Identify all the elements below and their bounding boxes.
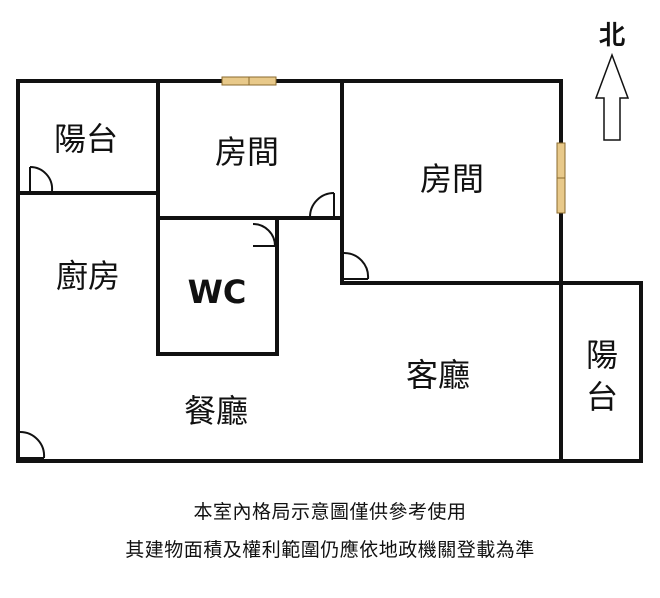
door-wc	[252, 223, 276, 247]
compass: 北	[594, 21, 630, 141]
room-label-bedroom-middle: 房間	[215, 133, 279, 171]
doors	[19, 165, 370, 459]
room-label-wc: WC	[188, 273, 247, 311]
room-labels: 陽台 房間 房間 廚房 WC 客廳 餐廳 陽 台	[54, 120, 618, 430]
window-right	[556, 142, 566, 214]
door-balcony-top	[29, 165, 54, 192]
room-label-dining: 餐廳	[184, 392, 248, 430]
disclaimer-line-2: 其建物面積及權利範圍仍應依地政機關登載為準	[125, 539, 535, 561]
disclaimer-line-1: 本室內格局示意圖僅供參考使用	[193, 501, 467, 523]
compass-label: 北	[599, 21, 625, 51]
north-arrow-icon	[594, 52, 630, 141]
room-label-kitchen: 廚房	[56, 257, 120, 295]
room-label-bedroom-right: 房間	[420, 160, 484, 198]
room-label-living: 客廳	[406, 356, 470, 394]
window-top	[221, 76, 277, 86]
door-entrance	[19, 430, 46, 459]
room-label-balcony-top: 陽台	[54, 120, 118, 158]
room-label-balcony-right-1: 陽	[586, 336, 618, 374]
windows	[221, 76, 566, 214]
door-bedroom-right	[343, 251, 370, 280]
room-label-balcony-right-2: 台	[586, 378, 618, 416]
door-bedroom-middle	[309, 192, 335, 218]
